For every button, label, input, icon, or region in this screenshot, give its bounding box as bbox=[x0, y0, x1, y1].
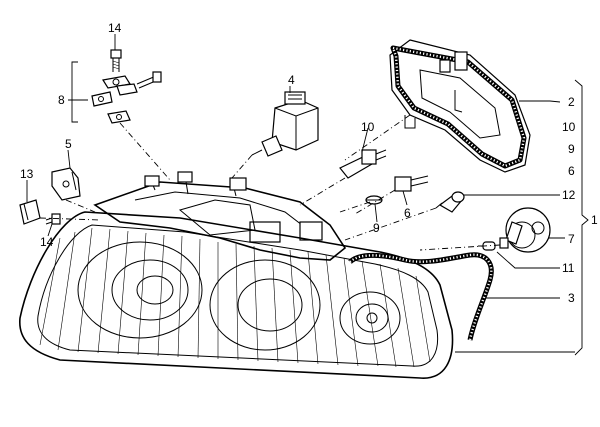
callout-4: 4 bbox=[288, 73, 295, 87]
socket-part-6 bbox=[394, 175, 429, 192]
callout-13: 13 bbox=[20, 167, 34, 181]
callout-1: 1 bbox=[591, 213, 598, 227]
callout-2: 2 bbox=[568, 95, 575, 109]
callout-14-bottom: 14 bbox=[40, 235, 54, 249]
callout-3: 3 bbox=[568, 291, 575, 305]
callout-9: 9 bbox=[373, 221, 380, 235]
bracket-part-5 bbox=[51, 167, 81, 201]
wiring-harness-part-3 bbox=[348, 252, 494, 341]
bracket-set-part-8 bbox=[91, 71, 162, 124]
callout-8: 8 bbox=[58, 93, 65, 107]
callout-5: 5 bbox=[65, 137, 72, 151]
headlight-lens bbox=[19, 211, 454, 379]
low-beam-reflector bbox=[209, 259, 321, 351]
bulb-part-12 bbox=[435, 191, 465, 213]
screw-14-top bbox=[110, 49, 122, 72]
callout-11: 11 bbox=[562, 261, 575, 275]
alignment-lines bbox=[39, 114, 501, 251]
callout-10-right: 10 bbox=[562, 120, 576, 134]
bulb-holder-part-10 bbox=[339, 149, 387, 179]
leveling-motor-part-4 bbox=[251, 91, 319, 157]
callout-12: 12 bbox=[562, 188, 576, 202]
leader-lines bbox=[26, 34, 589, 356]
screw-14-bottom bbox=[45, 213, 61, 225]
callout-7: 7 bbox=[568, 232, 575, 246]
callout-6-right: 6 bbox=[568, 164, 575, 178]
main-bulb-part-7 bbox=[499, 207, 551, 253]
callout-14-top: 14 bbox=[108, 21, 122, 35]
callout-6: 6 bbox=[404, 206, 411, 220]
callout-labels: 14 8 4 2 10 9 6 10 5 13 14 6 9 12 1 7 11… bbox=[20, 21, 598, 305]
callout-10: 10 bbox=[361, 120, 375, 134]
bracket-part-13 bbox=[19, 199, 41, 225]
lens-hatching bbox=[39, 227, 431, 368]
callout-9-right: 9 bbox=[568, 142, 575, 156]
rear-cover-part-2 bbox=[389, 39, 531, 173]
indicator-reflector bbox=[339, 291, 401, 345]
headlight-assembly bbox=[19, 171, 454, 379]
high-beam-reflector bbox=[77, 241, 203, 339]
